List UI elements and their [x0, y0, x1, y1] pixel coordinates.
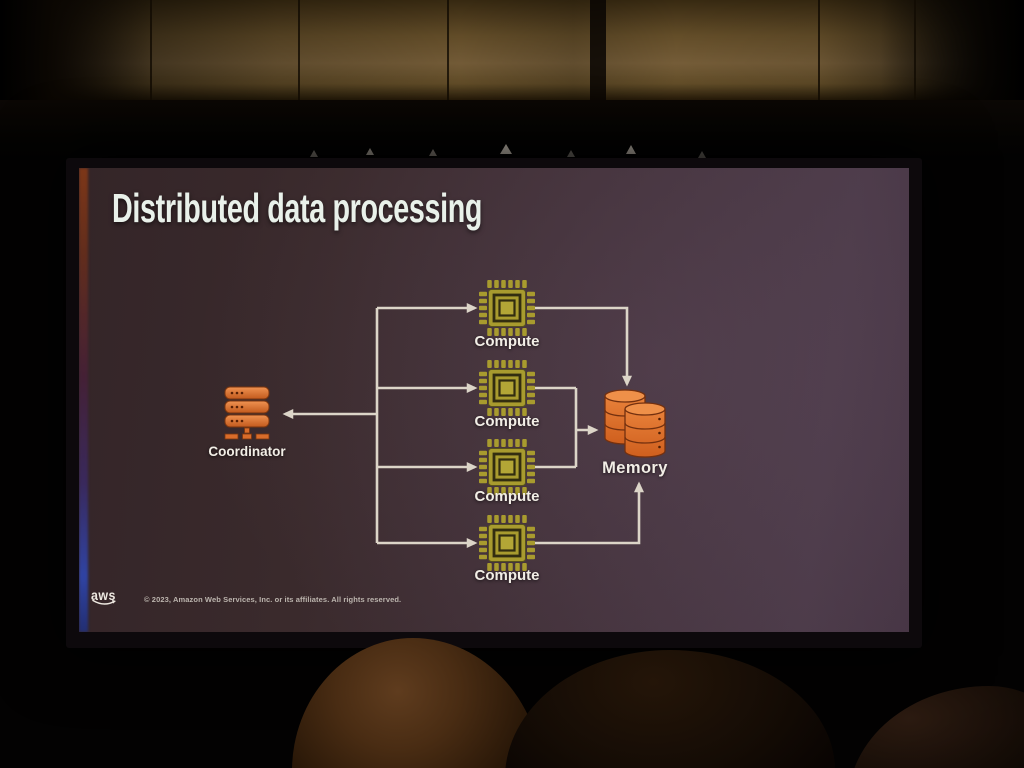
cpu-chip-icon: [477, 358, 537, 418]
architecture-diagram: [224, 278, 666, 573]
copyright-text: © 2023, Amazon Web Services, Inc. or its…: [144, 595, 402, 604]
memory-label: Memory: [602, 459, 668, 477]
cpu-chip-icon: [477, 278, 537, 338]
light-speck: [698, 151, 706, 158]
audience-head-silhouette: [292, 638, 544, 768]
compute-3-label: Compute: [474, 488, 540, 505]
wall-seam: [298, 0, 300, 102]
audience-head-silhouette: [505, 650, 835, 768]
slide: Distributed data processing: [79, 168, 909, 632]
wall-seam: [818, 0, 820, 102]
database-stack-icon: [604, 389, 666, 458]
projection-screen: Distributed data processing: [66, 158, 922, 648]
cpu-chip-icon: [477, 437, 537, 497]
compute-1-label: Compute: [474, 333, 540, 350]
audience-head-silhouette: [848, 686, 1024, 768]
wall-seam: [447, 0, 449, 102]
wall-seam: [914, 0, 916, 102]
wall-pillar: [590, 0, 606, 102]
light-speck: [626, 145, 636, 154]
wall-seam: [150, 0, 152, 102]
coordinator-label: Coordinator: [208, 444, 286, 459]
compute-2-label: Compute: [474, 413, 540, 430]
compute-4-label: Compute: [474, 567, 540, 584]
light-speck: [310, 150, 318, 157]
cpu-chip-icon: [477, 513, 537, 573]
server-stack-icon: [224, 386, 270, 440]
aws-logo: aws: [91, 587, 127, 605]
aws-smile-icon: [92, 599, 116, 605]
wood-panel-wall: [0, 0, 1024, 102]
slide-footer: aws © 2023, Amazon Web Services, Inc. or…: [91, 587, 511, 617]
light-speck: [567, 150, 575, 157]
black-curtain-band: [0, 100, 1024, 160]
light-speck: [429, 149, 437, 156]
light-speck: [500, 144, 512, 154]
light-speck: [366, 148, 374, 155]
